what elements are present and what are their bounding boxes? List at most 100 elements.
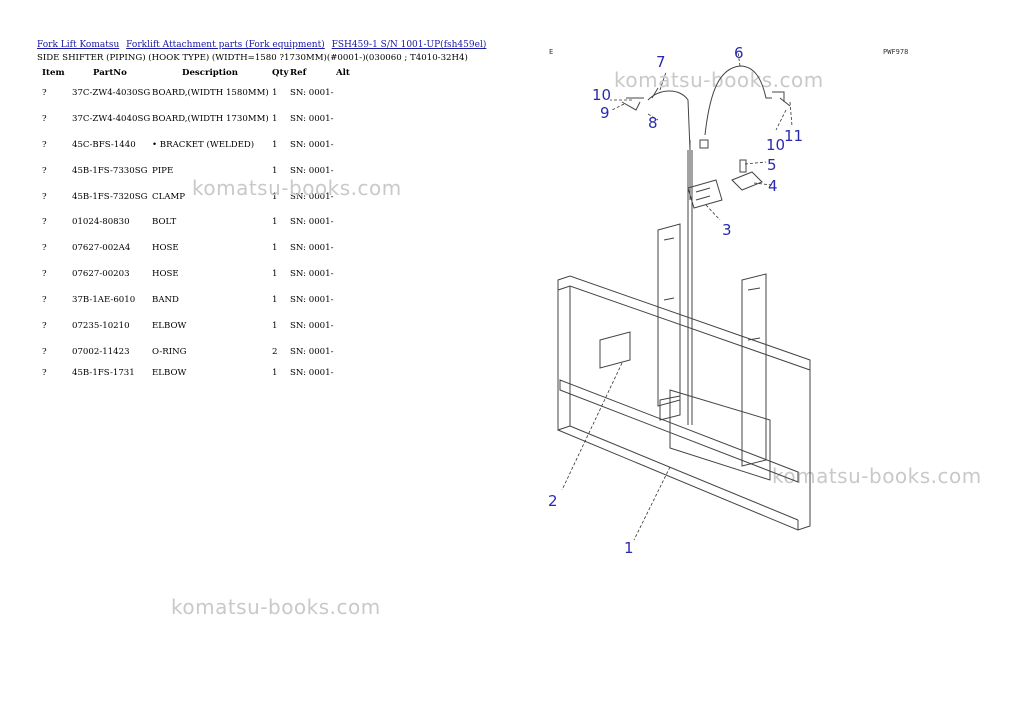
cell-alt (336, 132, 376, 158)
cell-item: ? (42, 113, 47, 124)
leader-lines (561, 51, 793, 541)
cell-item: ? (42, 295, 47, 306)
cell-partno: 45C-BFS-1440 (72, 139, 136, 150)
cell-qty: 1 (272, 295, 278, 306)
cell-item: ? (42, 217, 47, 228)
cell-alt (336, 106, 376, 132)
breadcrumb: Fork Lift Komatsu Forklift Attachment pa… (37, 40, 490, 50)
callout-6: 6 (734, 44, 744, 62)
parts-diagram: E PWF978 (548, 44, 908, 557)
cell-item: ? (42, 191, 47, 202)
header-alt: Alt (336, 68, 350, 78)
cell-description: O-RING (152, 346, 187, 357)
callout-10: 10 (592, 86, 611, 104)
cell-qty: 1 (272, 165, 278, 176)
callout-10b: 10 (766, 136, 785, 154)
callout-11: 11 (784, 127, 803, 145)
cell-ref: SN: 0001- (290, 139, 334, 150)
cell-description: HOSE (152, 243, 179, 254)
callout-3: 3 (722, 221, 732, 239)
cell-item: ? (42, 139, 47, 150)
table-row: ? 45C-BFS-1440 • BRACKET (WELDED) 1 SN: 0001… (37, 132, 376, 158)
cell-alt (336, 339, 376, 365)
cell-alt (336, 287, 376, 313)
callout-4: 4 (768, 177, 778, 195)
watermark: komatsu-books.com (614, 68, 824, 92)
cell-partno: 07627-002A4 (72, 243, 131, 254)
cell-ref: SN: 0001- (290, 346, 334, 357)
page-subtitle: SIDE SHIFTER (PIPING) (HOOK TYPE) (WIDTH… (37, 53, 468, 63)
cell-alt (336, 313, 376, 339)
watermark: komatsu-books.com (192, 176, 402, 200)
diagram-code-label: PWF978 (883, 48, 908, 56)
callout-2: 2 (548, 492, 558, 510)
cell-qty: 1 (272, 87, 278, 98)
header-item: Item (42, 68, 65, 78)
cell-alt (336, 209, 376, 235)
cell-partno: 07627-00203 (72, 269, 130, 280)
cell-alt (336, 80, 376, 106)
table-header-row: Item PartNo Description Qty Ref Alt (37, 66, 376, 80)
cell-qty: 1 (272, 269, 278, 280)
cell-item: ? (42, 87, 47, 98)
table-row: ? 07627-002A4 HOSE 1 SN: 0001- (37, 235, 376, 261)
cell-qty: 1 (272, 113, 278, 124)
cell-qty: 1 (272, 217, 278, 228)
cell-partno: 37C-ZW4-4040SG (72, 113, 151, 124)
callout-1: 1 (624, 539, 634, 557)
table-row: ? 45B-1FS-7320SG CLAMP 1 SN: 0001- (37, 184, 376, 210)
cell-ref: SN: 0001- (290, 320, 334, 331)
cell-item: ? (42, 367, 47, 378)
cell-ref: SN: 0001- (290, 165, 334, 176)
cell-qty: 1 (272, 191, 278, 202)
cell-item: ? (42, 243, 47, 254)
breadcrumb-link-forklift-komatsu[interactable]: Fork Lift Komatsu (37, 40, 120, 50)
cell-qty: 1 (272, 139, 278, 150)
cell-description: HOSE (152, 269, 179, 280)
cell-partno: 37C-ZW4-4030SG (72, 87, 151, 98)
cell-alt (336, 365, 376, 381)
header-ref: Ref (290, 68, 307, 78)
cell-description: ELBOW (152, 367, 187, 378)
cell-description: BOARD,(WIDTH 1580MM) (152, 87, 269, 98)
cell-qty: 2 (272, 346, 278, 357)
cell-ref: SN: 0001- (290, 191, 334, 202)
cell-partno: 45B-1FS-1731 (72, 367, 135, 378)
cell-partno: 45B-1FS-7330SG (72, 165, 148, 176)
cell-description: BAND (152, 295, 179, 306)
breadcrumb-link-model[interactable]: FSH459-1 S/N 1001-UP(fsh459el) (331, 40, 487, 50)
cell-ref: SN: 0001- (290, 87, 334, 98)
table-row: ? 07002-11423 O-RING 2 SN: 0001- (37, 339, 376, 365)
cell-partno: 07002-11423 (72, 346, 130, 357)
cell-partno: 45B-1FS-7320SG (72, 191, 148, 202)
watermark: komatsu-books.com (171, 595, 381, 619)
callout-9: 9 (600, 104, 610, 122)
cell-description: ELBOW (152, 320, 187, 331)
cell-qty: 1 (272, 243, 278, 254)
cell-description: BOLT (152, 217, 177, 228)
cell-ref: SN: 0001- (290, 113, 334, 124)
cell-partno: 07235-10210 (72, 320, 130, 331)
cell-alt (336, 261, 376, 287)
diagram-corner-label: E (549, 48, 553, 56)
breadcrumb-link-attachment-parts[interactable]: Forklift Attachment parts (Fork equipmen… (126, 40, 325, 50)
cell-description: • BRACKET (WELDED) (152, 139, 255, 150)
cell-item: ? (42, 269, 47, 280)
callout-8: 8 (648, 114, 658, 132)
cell-description: CLAMP (152, 191, 186, 202)
cell-ref: SN: 0001- (290, 243, 334, 254)
cell-description: BOARD,(WIDTH 1730MM) (152, 113, 269, 124)
cell-item: ? (42, 346, 47, 357)
header-partno: PartNo (93, 68, 127, 78)
parts-table: Item PartNo Description Qty Ref Alt ? 37C… (37, 66, 376, 381)
callout-7: 7 (656, 53, 666, 71)
cell-item: ? (42, 320, 47, 331)
cell-partno: 37B-1AE-6010 (72, 295, 136, 306)
